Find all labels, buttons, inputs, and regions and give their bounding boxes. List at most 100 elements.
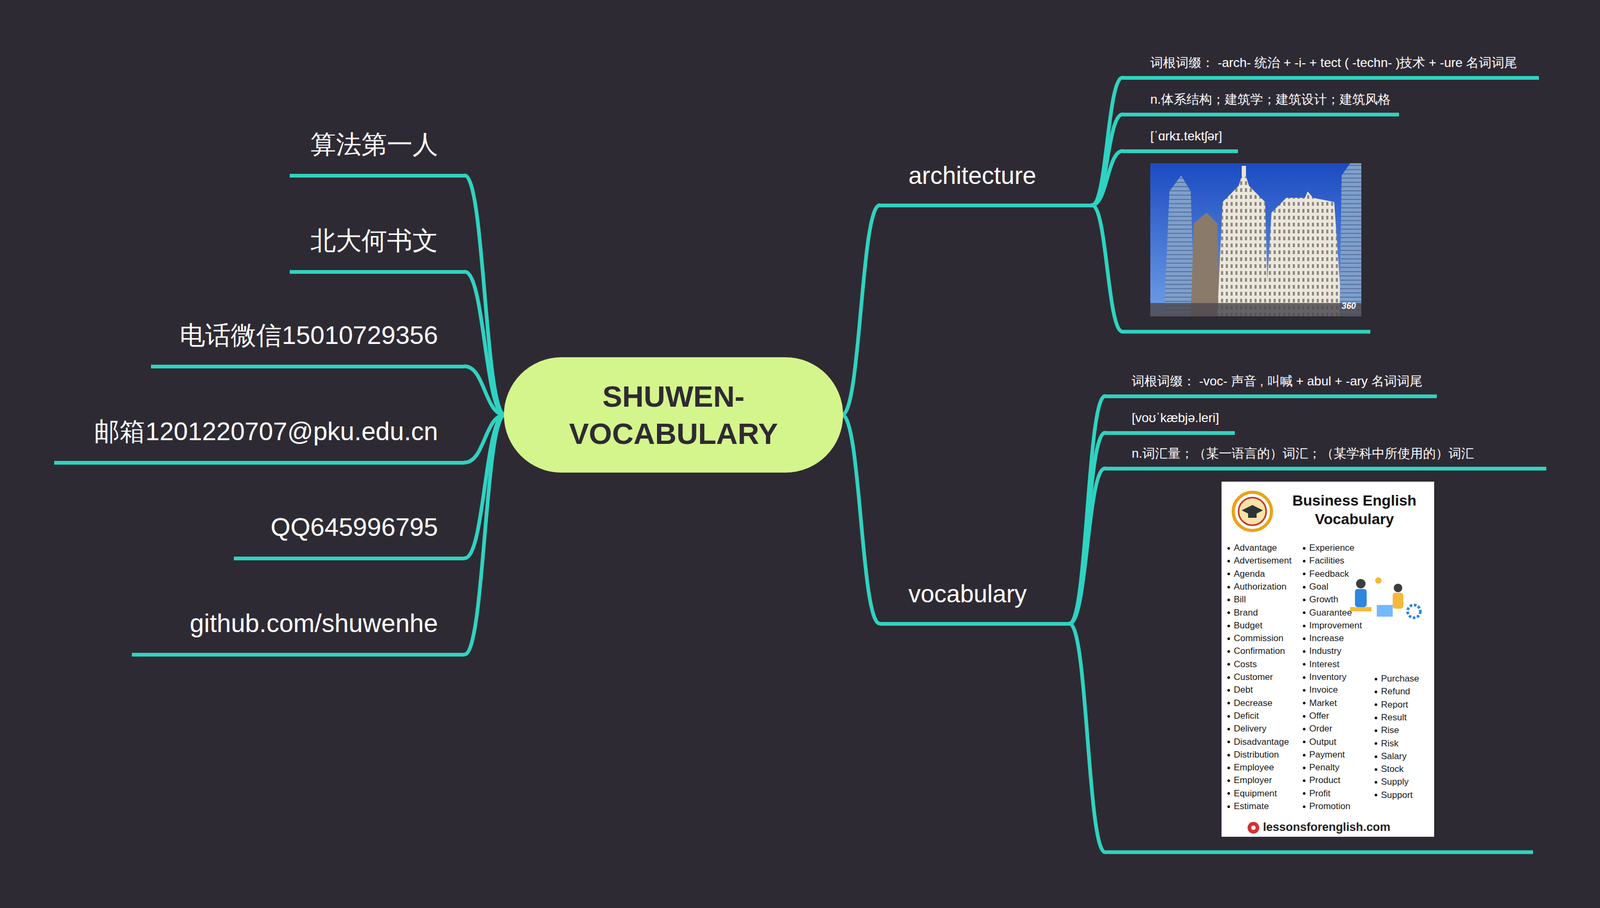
bullet-dot: [1302, 637, 1306, 640]
bullet-dot: [1302, 688, 1306, 692]
bullet-dot: [1227, 740, 1231, 744]
topic-text: architecture: [908, 161, 1037, 191]
word-topic: vocabulary: [879, 579, 1070, 626]
branch-connector: [1069, 468, 1106, 624]
branch-connector: [1069, 396, 1106, 624]
bullet-dot: [1374, 742, 1378, 745]
word-item: Distribution: [1233, 749, 1279, 761]
word-item: Budget: [1233, 620, 1263, 631]
word-item: Report: [1380, 699, 1409, 711]
word-item: Increase: [1309, 633, 1344, 644]
branch-connector: [1091, 77, 1123, 206]
topic-text: 北大何书文: [310, 225, 439, 257]
bullet-dot: [1302, 585, 1306, 589]
vocabulary-poster: [1221, 481, 1435, 837]
bullet-dot: [1227, 727, 1231, 731]
poster-title: Business English Vocabulary: [1287, 491, 1421, 529]
bullet-dot: [1302, 650, 1306, 653]
topic-text: QQ645996795: [270, 511, 439, 543]
word-item: Industry: [1309, 645, 1342, 657]
word-item: Support: [1380, 789, 1413, 801]
bullet-dot: [1374, 677, 1378, 681]
bullet-dot: [1302, 792, 1306, 795]
detail-topic: [voʊˈkæbjə.leri]: [1105, 410, 1235, 435]
bullet-dot: [1302, 546, 1306, 550]
topic-text: [ˈɑrkɪ.tektʃər]: [1150, 128, 1223, 145]
contact-topic: QQ645996795: [233, 511, 465, 561]
site-url: lessonsforenglish.com: [1262, 820, 1391, 835]
word-item: Stock: [1380, 763, 1404, 775]
word-item: Delivery: [1233, 723, 1267, 735]
word-item: Promotion: [1309, 801, 1351, 812]
bullet-dot: [1227, 572, 1231, 576]
branch-connector: [464, 415, 505, 655]
word-item: Employee: [1233, 762, 1275, 773]
topic-text: 词根词缀： -voc- 声音 , 叫喊 + abul + -ary 名词词尾: [1131, 373, 1423, 390]
word-item: Customer: [1233, 671, 1274, 683]
word-item: Purchase: [1380, 673, 1420, 685]
word-item: Refund: [1380, 686, 1411, 697]
word-item: Result: [1380, 712, 1407, 723]
word-item: Advertisement: [1233, 555, 1292, 567]
bullet-dot: [1227, 611, 1231, 614]
bullet-dot: [1227, 688, 1231, 692]
bullet-dot: [1374, 793, 1378, 797]
bullet-dot: [1374, 729, 1378, 732]
word-item: Growth: [1309, 594, 1339, 605]
word-item: Commission: [1233, 633, 1284, 644]
detail-topic: 词根词缀： -voc- 声音 , 叫喊 + abul + -ary 名词词尾: [1105, 373, 1437, 399]
bullet-dot: [1227, 650, 1231, 653]
word-item: Advantage: [1233, 542, 1277, 554]
word-item: Equipment: [1233, 788, 1277, 799]
branch-connector: [1069, 432, 1106, 624]
branch-connector: [464, 366, 505, 416]
detail-topic: [ˈɑrkɪ.tektʃər]: [1122, 128, 1239, 154]
topic-text: n.体系结构；建筑学；建筑设计；建筑风格: [1150, 91, 1391, 108]
bullet-dot: [1302, 559, 1306, 563]
detail-topic: n.体系结构；建筑学；建筑设计；建筑风格: [1122, 91, 1400, 117]
word-item: Costs: [1233, 659, 1257, 670]
word-item: Brand: [1233, 607, 1258, 619]
word-item: Penalty: [1309, 762, 1340, 773]
branch-connector: [1091, 114, 1123, 206]
word-item: Guarantee: [1309, 607, 1352, 619]
branch-connector: [841, 205, 880, 416]
bullet-dot: [1227, 624, 1231, 628]
bullet-dot: [1227, 792, 1231, 795]
bullet-dot: [1227, 598, 1231, 602]
bullet-dot: [1302, 805, 1306, 808]
word-item: Profit: [1309, 788, 1331, 799]
contact-topic: github.com/shuwenhe: [131, 608, 465, 657]
bullet-dot: [1302, 676, 1306, 679]
bullet-dot: [1227, 637, 1231, 640]
bullet-dot: [1302, 740, 1306, 744]
word-topic: architecture: [879, 161, 1092, 207]
topic-text: n.词汇量；（某一语言的）词汇；（某学科中所使用的）词汇: [1131, 445, 1475, 462]
bullet-dot: [1227, 766, 1231, 770]
branch-connector: [841, 415, 880, 625]
contact-topic: 电话微信15010729356: [150, 320, 465, 369]
word-item: Rise: [1380, 725, 1400, 736]
topic-text: github.com/shuwenhe: [189, 608, 439, 639]
word-item: Offer: [1309, 710, 1329, 722]
detail-topic: 词根词缀： -arch- 统治 + -i- + tect ( -techn- )…: [1122, 55, 1539, 80]
branch-connector: [1091, 150, 1123, 206]
bullet-dot: [1374, 780, 1378, 784]
watermark: 360: [1341, 300, 1357, 311]
bullet-dot: [1302, 701, 1306, 705]
word-item: Estimate: [1233, 801, 1269, 812]
bullet-dot: [1374, 716, 1378, 720]
bullet-dot: [1227, 559, 1231, 563]
word-item: Risk: [1380, 738, 1399, 749]
word-item: Confirmation: [1233, 645, 1285, 657]
word-item: Disadvantage: [1233, 736, 1290, 748]
topic-text: [voʊˈkæbjə.leri]: [1131, 410, 1219, 426]
word-item: Order: [1309, 723, 1333, 735]
word-item: Interest: [1309, 659, 1340, 670]
bullet-dot: [1302, 766, 1306, 770]
word-item: Bill: [1233, 594, 1246, 605]
word-item: Goal: [1309, 581, 1329, 593]
bullet-dot: [1302, 753, 1306, 757]
central-topic: SHUWEN- VOCABULARY: [503, 357, 844, 473]
bullet-dot: [1302, 662, 1306, 666]
